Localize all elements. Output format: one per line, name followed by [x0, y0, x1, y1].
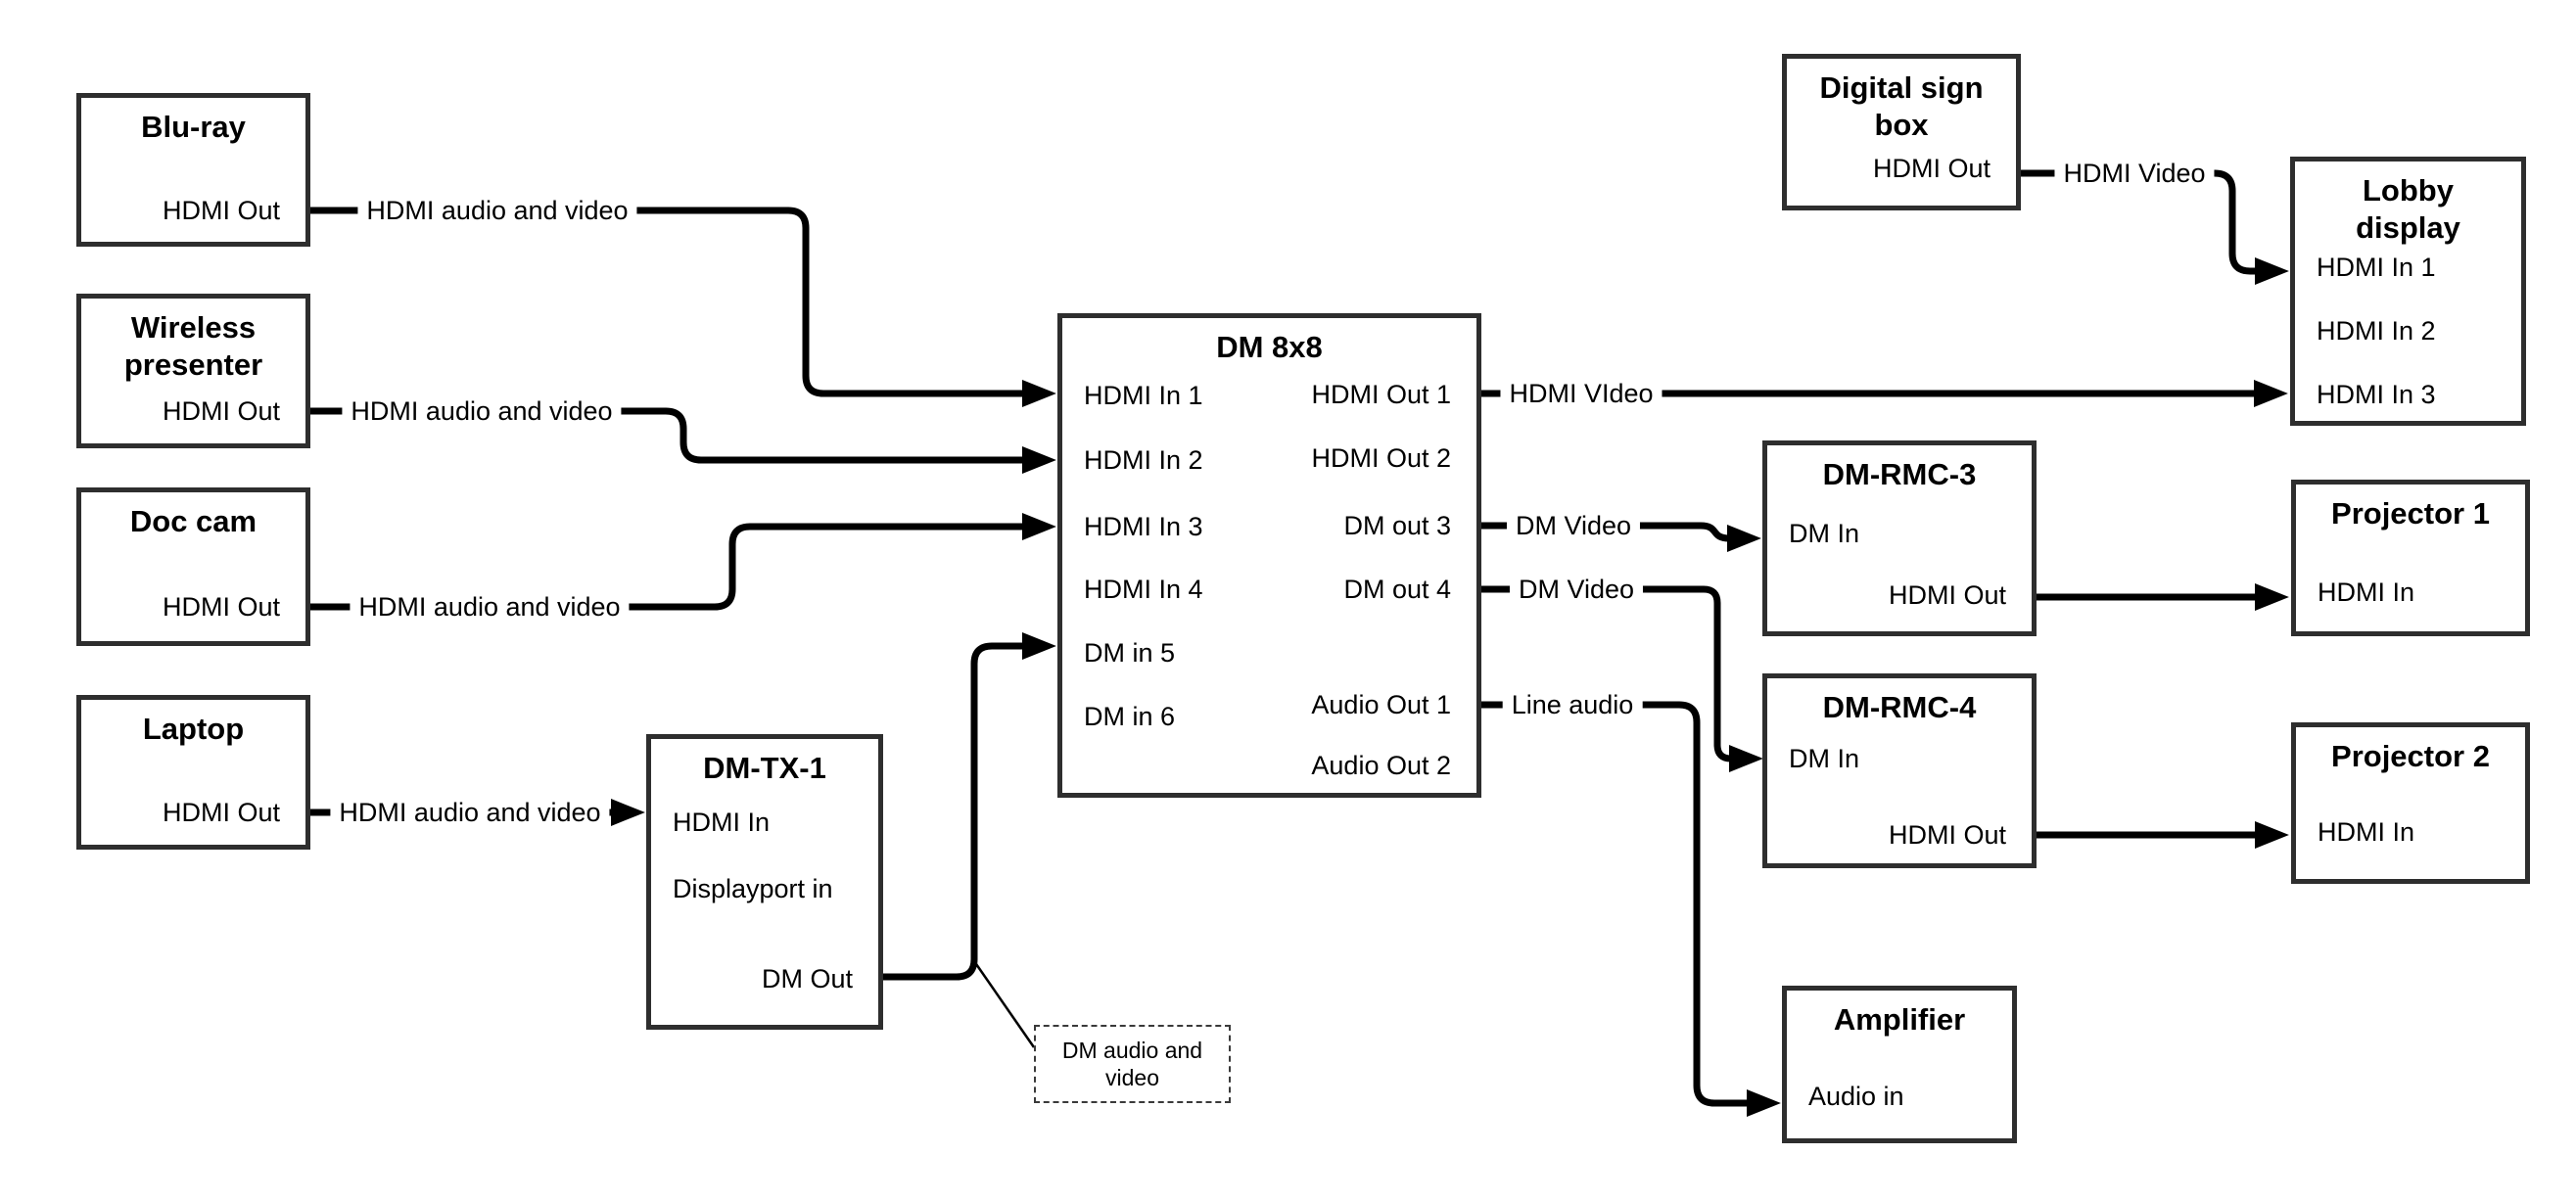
callout-leader-line	[972, 960, 1036, 1048]
port-dm-8x8-audio-out-2[interactable]: Audio Out 2	[1311, 751, 1451, 780]
node-title-projector-1: Projector 1	[2296, 495, 2525, 532]
node-title-dm-rmc-3: DM-RMC-3	[1767, 456, 2032, 493]
wire-wireless-to-hdmi-in-2[interactable]	[310, 407, 1056, 474]
wire-label-dm-out-4-to-rmc-4: DM Video	[1509, 572, 1644, 607]
port-projector-2-hdmi-in[interactable]: HDMI In	[2318, 817, 2415, 847]
port-dm-tx-1-hdmi-in[interactable]: HDMI In	[673, 808, 771, 837]
wire-label-hdmi-out-1-to-lobby-in-3: HDMI VIdeo	[1500, 376, 1663, 411]
title-line: presenter	[123, 347, 263, 382]
port-dm-rmc-3-hdmi-out[interactable]: HDMI Out	[1888, 580, 2006, 610]
port-dm-tx-1-displayport-in[interactable]: Displayport in	[673, 874, 833, 903]
wire-label-wireless-to-hdmi-in-2: HDMI audio and video	[342, 393, 622, 429]
node-title-laptop: Laptop	[81, 711, 305, 748]
title-line: Laptop	[142, 712, 245, 746]
node-title-dm-tx-1: DM-TX-1	[651, 750, 878, 787]
port-lobby-display-hdmi-in-1[interactable]: HDMI In 1	[2317, 253, 2436, 282]
port-dm-rmc-4-hdmi-out[interactable]: HDMI Out	[1888, 820, 2006, 850]
node-title-doc-cam: Doc cam	[81, 503, 305, 540]
port-dm-tx-1-dm-out[interactable]: DM Out	[761, 964, 853, 993]
port-wireless-presenter-hdmi-out[interactable]: HDMI Out	[162, 396, 280, 426]
node-dm-rmc-3[interactable]: DM-RMC-3 DM In HDMI Out	[1762, 440, 2037, 636]
port-dm-rmc-3-dm-in[interactable]: DM In	[1789, 519, 1860, 548]
title-line: DM-RMC-3	[1822, 457, 1977, 491]
port-laptop-hdmi-out[interactable]: HDMI Out	[162, 798, 280, 827]
callout-text-line: video	[1105, 1065, 1159, 1090]
wire-dm-out-3-to-rmc-3[interactable]	[1481, 522, 1761, 552]
wire-bluray-to-hdmi-in-1[interactable]	[310, 207, 1056, 407]
port-dm-8x8-dm-out-4[interactable]: DM out 4	[1343, 575, 1451, 604]
port-doc-cam-hdmi-out[interactable]: HDMI Out	[162, 592, 280, 622]
wire-dm-out-4-to-rmc-4[interactable]	[1481, 585, 1763, 772]
wire-dm-tx-1-to-dm-in-5[interactable]	[883, 632, 1056, 981]
title-line: DM-TX-1	[703, 751, 826, 785]
port-dm-8x8-dm-in-5[interactable]: DM in 5	[1084, 638, 1176, 668]
port-dm-8x8-dm-out-3[interactable]: DM out 3	[1343, 511, 1451, 540]
node-projector-1[interactable]: Projector 1 HDMI In	[2291, 480, 2530, 636]
node-dm-rmc-4[interactable]: DM-RMC-4 DM In HDMI Out	[1762, 673, 2037, 868]
port-lobby-display-hdmi-in-3[interactable]: HDMI In 3	[2317, 380, 2436, 409]
title-line: Amplifier	[1833, 1002, 1966, 1037]
port-dm-8x8-hdmi-out-2[interactable]: HDMI Out 2	[1311, 443, 1451, 473]
node-title-projector-2: Projector 2	[2296, 738, 2525, 775]
port-dm-8x8-hdmi-in-4[interactable]: HDMI In 4	[1084, 575, 1203, 604]
wire-label-digital-sign-to-lobby-in-1: HDMI Video	[2054, 156, 2215, 191]
port-dm-8x8-hdmi-in-3[interactable]: HDMI In 3	[1084, 512, 1203, 541]
wire-doccam-to-hdmi-in-3[interactable]	[310, 513, 1056, 611]
title-line: DM-RMC-4	[1822, 690, 1977, 724]
port-dm-8x8-dm-in-6[interactable]: DM in 6	[1084, 702, 1176, 731]
title-line: Digital sign	[1819, 70, 1984, 105]
port-digital-sign-box-hdmi-out[interactable]: HDMI Out	[1872, 154, 1991, 183]
callout-text-line: DM audio and	[1061, 1038, 1203, 1063]
port-dm-8x8-hdmi-in-1[interactable]: HDMI In 1	[1084, 381, 1203, 410]
port-lobby-display-hdmi-in-2[interactable]: HDMI In 2	[2317, 316, 2436, 346]
node-title-dm-rmc-4: DM-RMC-4	[1767, 689, 2032, 726]
port-amplifier-audio-in[interactable]: Audio in	[1808, 1082, 1904, 1111]
wire-label-laptop-to-dm-tx-1: HDMI audio and video	[330, 795, 610, 830]
port-dm-rmc-4-dm-in[interactable]: DM In	[1789, 744, 1860, 773]
title-line: Projector 2	[2331, 739, 2490, 773]
title-line: DM 8x8	[1216, 330, 1323, 364]
title-line: Lobby	[2363, 173, 2454, 208]
node-projector-2[interactable]: Projector 2 HDMI In	[2291, 722, 2530, 884]
title-line: Projector 1	[2331, 496, 2490, 531]
wire-digital-sign-to-lobby-in-1[interactable]	[2021, 169, 2289, 285]
title-line: Blu-ray	[141, 110, 246, 144]
wire-audio-out-1-to-amplifier[interactable]	[1481, 701, 1781, 1117]
wire-label-bluray-to-hdmi-in-1: HDMI audio and video	[357, 193, 637, 228]
port-projector-1-hdmi-in[interactable]: HDMI In	[2318, 577, 2415, 607]
node-title-amplifier: Amplifier	[1787, 1001, 2012, 1039]
node-title-dm-8x8: DM 8x8	[1062, 329, 1476, 366]
wire-label-audio-out-1-to-amplifier: Line audio	[1502, 687, 1643, 722]
port-dm-8x8-audio-out-1[interactable]: Audio Out 1	[1311, 690, 1451, 719]
wire-label-dm-out-3-to-rmc-3: DM Video	[1506, 508, 1641, 543]
node-title-blu-ray: Blu-ray	[81, 109, 305, 146]
port-blu-ray-hdmi-out[interactable]: HDMI Out	[162, 196, 280, 225]
title-line: Doc cam	[129, 504, 258, 538]
title-line: display	[2356, 210, 2460, 245]
port-dm-8x8-hdmi-in-2[interactable]: HDMI In 2	[1084, 445, 1203, 475]
port-dm-8x8-hdmi-out-1[interactable]: HDMI Out 1	[1311, 380, 1451, 409]
title-line: Wireless	[130, 310, 257, 345]
wire-label-doccam-to-hdmi-in-3: HDMI audio and video	[350, 589, 630, 624]
title-line: box	[1874, 108, 1929, 142]
